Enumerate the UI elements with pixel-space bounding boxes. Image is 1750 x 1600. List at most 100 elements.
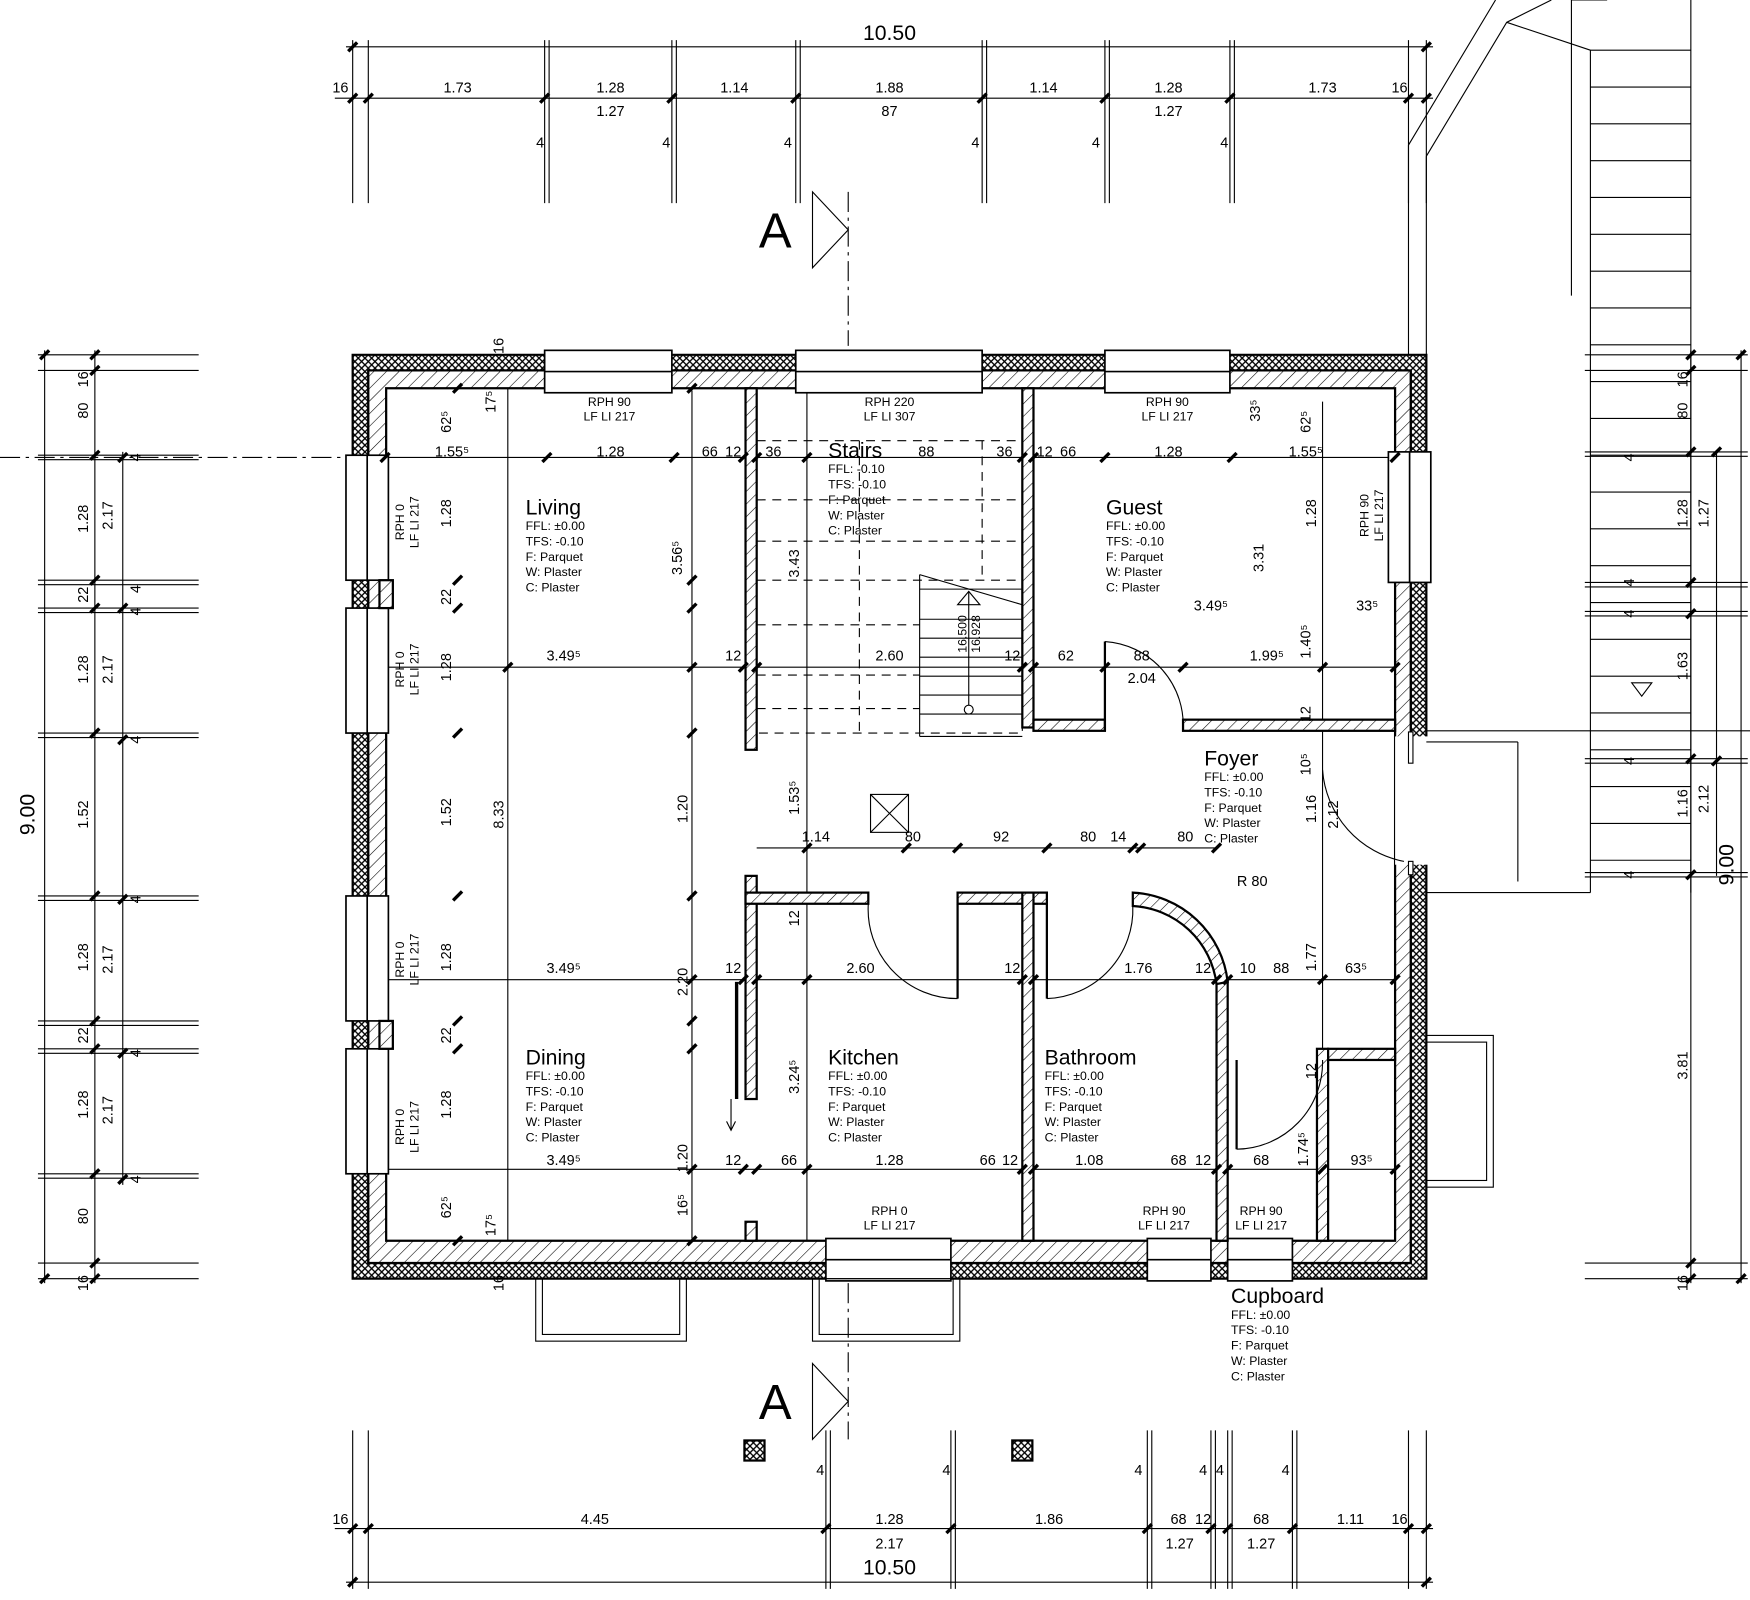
dimension-tick xyxy=(1685,446,1697,458)
dimension-label: 1.28 xyxy=(76,505,92,533)
dimension-tick xyxy=(737,661,749,673)
dimension-tick xyxy=(686,602,698,614)
dimension-tick xyxy=(451,1235,464,1247)
dimension-label: 1.28 xyxy=(76,1090,92,1118)
dimension-label: 62⁵ xyxy=(439,1196,455,1218)
dimension-tick xyxy=(1420,1522,1432,1535)
dimension-tick xyxy=(347,1522,359,1535)
dimension-label: 4 xyxy=(1199,1463,1207,1479)
dimension-label: 2.12 xyxy=(1697,785,1713,813)
room-attribute: FFL: ±0.00 xyxy=(1045,1069,1104,1083)
dimension-tick xyxy=(686,890,698,902)
dimension-label: 4 xyxy=(1092,135,1100,151)
dimension-tick xyxy=(451,1043,464,1055)
section-label-bottom: A xyxy=(759,1376,792,1430)
dimension-label: 1.74⁵ xyxy=(1296,1132,1312,1166)
dimension-label: 4 xyxy=(816,1463,824,1479)
reference-lines xyxy=(0,368,1396,1272)
dimension-tick xyxy=(451,890,464,902)
dimension-tick xyxy=(89,602,101,614)
section-marker-bottom: A xyxy=(759,1283,849,1441)
dimension-tick xyxy=(117,602,129,614)
opening-lintel: LF LI 217 xyxy=(408,496,422,548)
dimension-label: 16 xyxy=(76,1275,92,1291)
dimension-tick xyxy=(751,661,763,673)
room-attribute: FFL: ±0.00 xyxy=(828,1069,887,1083)
dimension-tick xyxy=(686,1043,698,1055)
dimension-tick xyxy=(976,92,988,104)
dimension-label: 4 xyxy=(1134,1463,1142,1479)
dimension-tick xyxy=(1134,842,1147,854)
dimension-tick xyxy=(1027,661,1040,673)
dimension-tick xyxy=(117,1047,129,1059)
dimension-label: 10 xyxy=(1240,961,1256,977)
dimension-label: 1.28 xyxy=(1675,499,1691,527)
dimension-tick xyxy=(117,893,129,905)
opening-lintel: LF LI 217 xyxy=(583,410,635,424)
dimension-tick xyxy=(1685,1273,1697,1285)
opening-rph: RPH 90 xyxy=(1146,395,1189,409)
dimension-label: 14 xyxy=(1110,829,1126,845)
dimension-label: 12 xyxy=(725,649,741,665)
dimension-label: 1.77 xyxy=(1304,943,1320,971)
dimension-label: 16 xyxy=(1675,1275,1691,1291)
dimension-tick xyxy=(1205,1522,1217,1535)
dimension-tick xyxy=(1685,869,1697,881)
extension-lines xyxy=(37,40,1748,1589)
dimension-tick xyxy=(1685,349,1697,361)
dimension-label: 12 xyxy=(1004,649,1020,665)
room-attribute: FFL: ±0.00 xyxy=(526,519,585,533)
dimension-tick xyxy=(89,1273,101,1285)
dimension-label: 9.00 xyxy=(1715,844,1738,885)
dimension-tick xyxy=(347,41,359,53)
dimension-label: 4 xyxy=(129,895,145,903)
dimension-label: 12 xyxy=(725,1153,741,1169)
dimension-label: 8.33 xyxy=(491,800,507,828)
dimension-tick xyxy=(1099,92,1111,104)
dimension-tick xyxy=(1127,842,1139,854)
room-attribute: F: Parquet xyxy=(526,550,584,564)
room-attribute: TFS: -0.10 xyxy=(1106,534,1164,548)
dimension-label: 3.49⁵ xyxy=(546,1153,580,1169)
dimension-label: 1.52 xyxy=(76,800,92,828)
room-attribute: TFS: -0.10 xyxy=(1045,1084,1103,1098)
room-attribute: F: Parquet xyxy=(526,1100,584,1114)
dimension-tick xyxy=(686,727,698,739)
exterior-stair-treads xyxy=(1590,49,1691,861)
staircase: 16.500 16.928 xyxy=(756,440,1023,737)
dimension-tick xyxy=(89,349,101,361)
dimension-tick xyxy=(1226,451,1238,464)
dimension-label: 4 xyxy=(1622,578,1638,586)
opening-lintel: LF LI 217 xyxy=(408,643,422,695)
dimension-label: 16 xyxy=(491,338,507,354)
dimension-label: 4 xyxy=(129,1049,145,1057)
room-name: Guest xyxy=(1106,496,1163,519)
dimension-tick xyxy=(451,727,464,739)
dimension-label: 3.43 xyxy=(787,549,803,577)
dimension-label: 3.49⁵ xyxy=(546,961,580,977)
room-attribute: F: Parquet xyxy=(1231,1339,1289,1353)
dimension-label: 1.14 xyxy=(1029,81,1057,97)
dimension-tick xyxy=(686,1163,698,1175)
dimension-label: 2.17 xyxy=(101,1096,117,1124)
dimension-tick xyxy=(451,574,464,586)
dimension-tick xyxy=(1210,973,1223,986)
opening-lintel: LF LI 217 xyxy=(408,1101,422,1153)
dimension-label: 33⁵ xyxy=(1248,400,1264,422)
room-attribute: W: Plaster xyxy=(526,1115,582,1129)
dimension-label: 3.31 xyxy=(1251,544,1267,572)
room-name: Bathroom xyxy=(1045,1046,1137,1069)
dimension-label: 1.28 xyxy=(76,655,92,683)
dimension-tick xyxy=(801,973,813,986)
dimension-label: 80 xyxy=(1080,829,1096,845)
dimension-label: 1.76 xyxy=(1124,961,1152,977)
dimension-tick xyxy=(801,451,813,464)
room-name: Dining xyxy=(526,1046,586,1069)
dimension-tick xyxy=(737,451,749,464)
dimension-tick xyxy=(1389,1163,1401,1175)
room-attribute: FFL: ±0.00 xyxy=(526,1069,585,1083)
dimension-label: 1.28 xyxy=(439,499,455,527)
dimension-tick xyxy=(1041,842,1053,854)
room-attribute: TFS: -0.10 xyxy=(828,477,886,491)
room-attribute: TFS: -0.10 xyxy=(828,1084,886,1098)
